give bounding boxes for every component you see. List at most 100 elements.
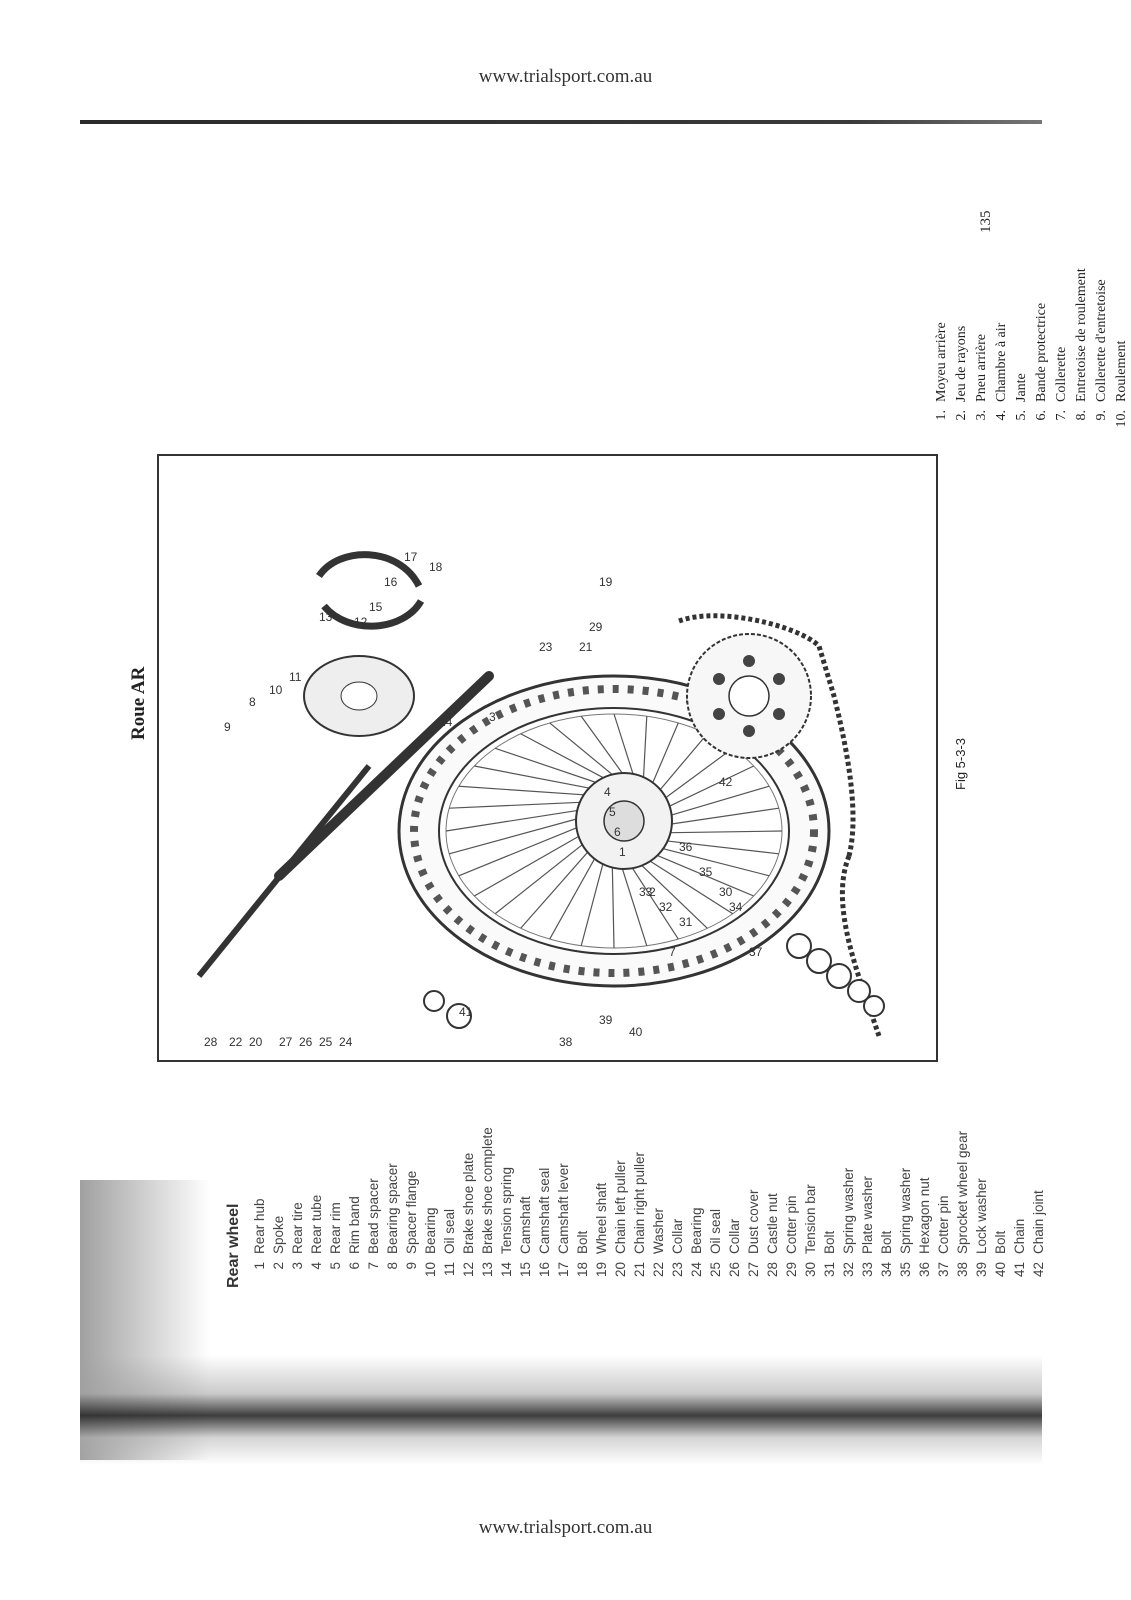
en-part-row: 39 Lock washer [972,703,991,1288]
en-part-num: 7 [366,1262,381,1270]
en-part-num: 14 [499,1262,514,1278]
en-part-row: 8 Bearing spacer [383,703,402,1288]
callout-label: 15 [369,600,383,614]
page-number: 135 [978,210,994,234]
en-part-num: 5 [328,1262,343,1270]
fr-part-row: 5.Jante [1012,58,1032,438]
spoke-line [474,831,586,897]
en-part-name: Wheel shaft [594,1182,609,1254]
en-part-name: Spoke [271,1215,286,1254]
top-rule [80,120,1042,124]
callout-label: 17 [404,550,418,564]
en-part-num: 27 [746,1262,761,1278]
fr-part-num: 1. [934,410,949,421]
callout-label: 5 [609,805,616,819]
en-part-num: 34 [879,1262,894,1278]
tension-bar-drawing [274,671,494,881]
fr-part-num: 6. [1034,410,1049,421]
callout-label: 41 [459,1005,473,1019]
en-part-name: Spring washer [898,1167,913,1254]
spoke-line [663,785,770,818]
en-part-name: Bearing [423,1207,438,1254]
en-part-name: Cotter pin [936,1195,951,1254]
scan-shadow-band [80,1355,1042,1465]
en-part-num: 16 [537,1262,552,1278]
en-part-name: Tension bar [803,1184,818,1254]
callout-label: 14 [439,715,453,729]
en-part-num: 15 [518,1262,533,1278]
callout-label: 29 [589,620,603,634]
callout-label: 27 [279,1035,293,1049]
en-part-num: 25 [708,1262,723,1278]
callout-label: 31 [679,915,693,929]
brake-shoe-drawing [316,551,423,588]
callout-label: 21 [579,640,593,654]
callout-label: 28 [204,1035,218,1049]
en-part-name: Camshaft seal [537,1167,552,1254]
en-part-name: Chain right puller [632,1151,647,1254]
spoke-line [654,845,770,877]
en-part-name: Camshaft lever [556,1163,571,1254]
callout-label: 32 [659,900,673,914]
fr-part-num: 8. [1074,410,1089,421]
spoke-line [627,860,679,940]
fr-part-num: 5. [1014,410,1029,421]
fr-part-name: Pneu arrière [974,333,989,402]
fr-part-row: 10.Roulement [1112,58,1131,438]
en-part-num: 39 [974,1262,989,1278]
spoke-line [520,845,594,929]
callout-label: 25 [319,1035,333,1049]
callout-label: 19 [599,575,613,589]
en-part-num: 38 [955,1262,970,1278]
callout-label: 8 [249,695,256,709]
callout-label: 7 [669,945,676,959]
en-part-name: Brake shoe complete [480,1127,495,1254]
en-part-num: 35 [898,1262,913,1278]
en-part-num: 37 [936,1262,951,1278]
en-part-num: 21 [632,1262,647,1278]
en-part-name: Cotter pin [784,1195,799,1254]
en-part-name: Bolt [879,1230,894,1254]
spoke-line [580,715,629,782]
spoke-line [659,747,734,803]
en-part-num: 11 [442,1262,457,1277]
en-part-num: 4 [309,1262,324,1270]
en-part-num: 10 [423,1262,438,1278]
en-part-num: 22 [651,1262,666,1278]
tire-tread-drawing [410,685,818,977]
fr-part-row: 2.Jeu de rayons [952,58,972,438]
fr-part-name: Entretoise de roulement [1074,268,1089,402]
spoke-line [648,722,679,791]
fr-part-row: 8. Entretoise de roulement [1072,58,1092,438]
callout-label: 6 [614,825,621,839]
spoke-line [520,733,613,784]
en-part-num: 41 [1012,1262,1027,1278]
spokes-drawing [445,713,783,949]
en-part-num: 8 [385,1262,400,1270]
en-part-num: 23 [670,1262,685,1278]
en-part-name: Rear tube [309,1194,324,1254]
en-part-name: Bearing spacer [385,1163,400,1254]
en-part-name: Lock washer [974,1178,989,1254]
spoke-line [663,807,779,826]
callout-label: 24 [339,1035,353,1049]
en-part-name: Bolt [575,1230,590,1254]
fr-part-row: 6.Bande protectrice [1032,58,1052,438]
bearing-stack-drawing [423,933,885,1029]
